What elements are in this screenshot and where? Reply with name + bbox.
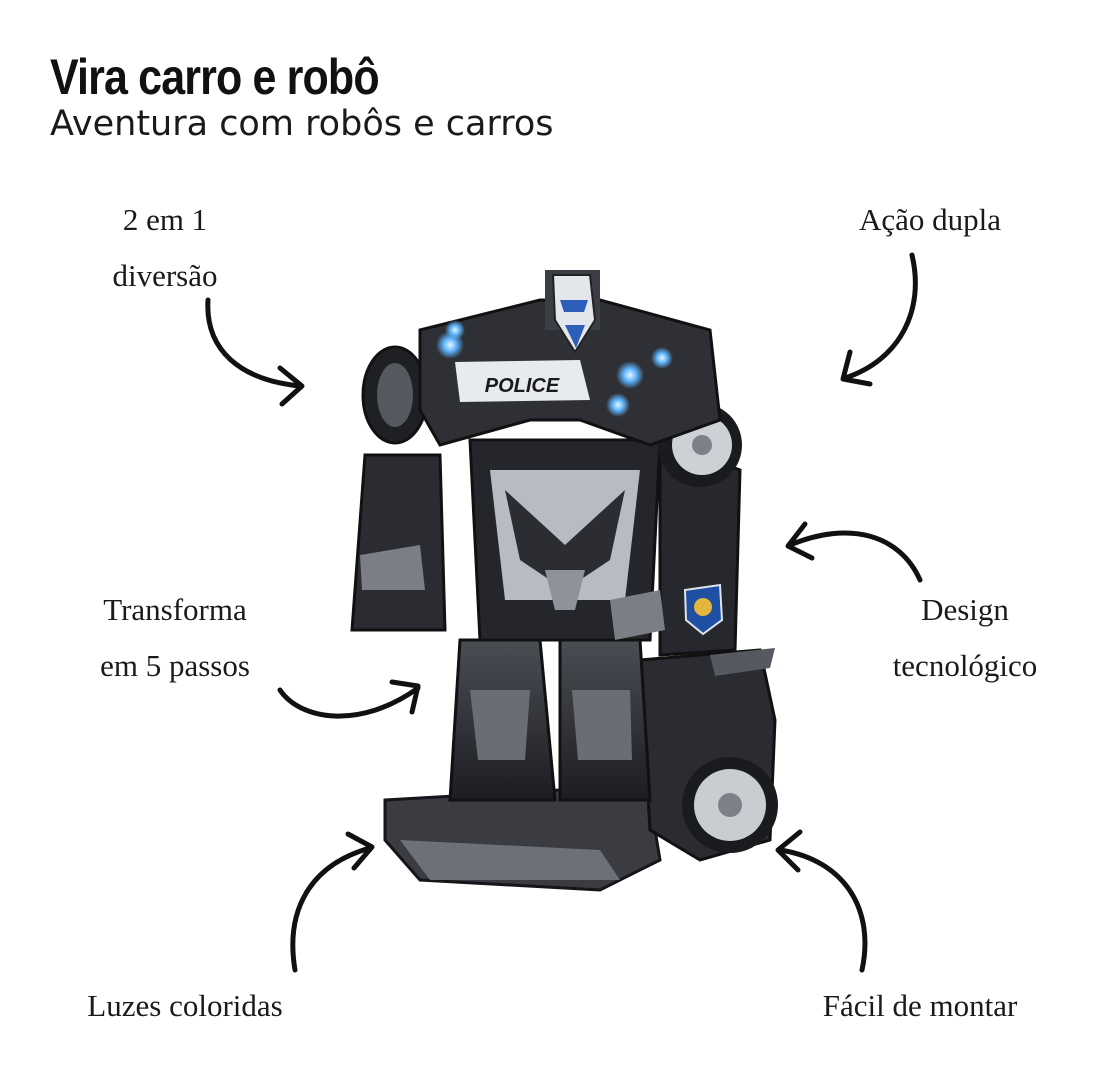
feature-line: Transforma [103,592,247,627]
arrow-icon [840,252,918,387]
robot-head-icon [551,274,597,354]
feature-dual-action: Ação dupla [810,192,1050,248]
feature-line: 2 em 1 [122,202,208,237]
wheel-icon [361,345,429,445]
arrow-icon [290,831,375,973]
feature-transform-steps: Transforma em 5 passos [40,582,310,694]
police-shield-icon [683,583,724,636]
led-light-icon [436,320,673,417]
feature-easy-assembly: Fácil de montar [770,978,1070,1034]
feature-colored-lights: Luzes coloridas [40,978,330,1034]
feature-line: em 5 passos [100,648,250,683]
arrow-icon [205,297,305,407]
arrow-icon [277,679,421,719]
page-title: Vira carro e robô [50,49,380,105]
feature-line: Design [921,592,1009,627]
arrow-icon [775,829,868,973]
police-badge-text: POLICE [485,375,560,397]
wheel-icon [682,757,778,853]
feature-two-in-one: 2 em 1 diversão [60,192,270,304]
feature-line: tecnológico [892,648,1038,683]
page-subtitle: Aventura com robôs e carros [50,104,554,144]
feature-line: Ação dupla [858,202,1002,237]
feature-line: Luzes coloridas [87,988,283,1023]
arrow-icon [785,521,923,583]
feature-line: diversão [112,258,218,293]
feature-line: Fácil de montar [822,988,1018,1023]
feature-tech-design: Design tecnológico [830,582,1100,694]
